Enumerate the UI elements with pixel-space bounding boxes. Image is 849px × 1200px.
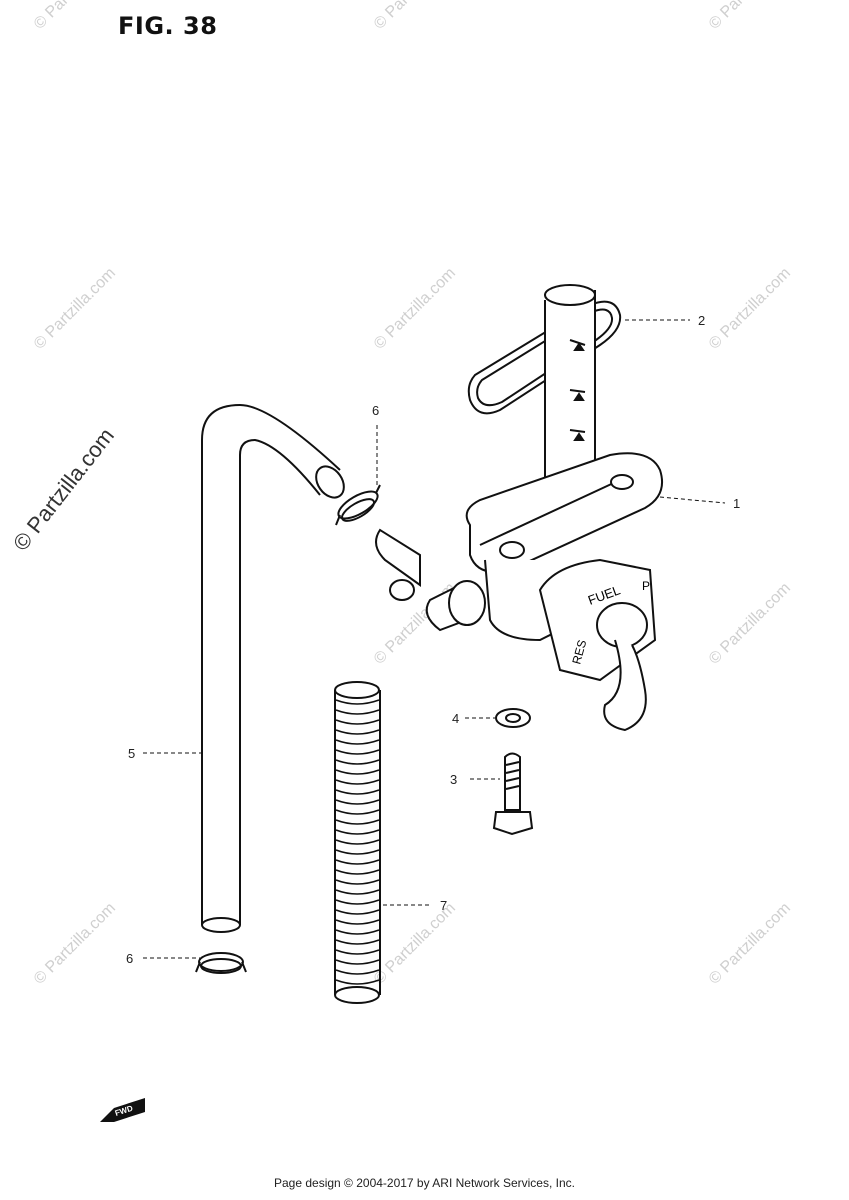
washer-part-4: [495, 708, 531, 728]
spiral-protector-part-7: [334, 681, 381, 1004]
callout-part-4: 4: [452, 711, 459, 726]
watermark-text: © Partzilla.com: [706, 580, 794, 668]
callout-part-6-upper: 6: [372, 403, 379, 418]
callout-part-5: 5: [128, 746, 135, 761]
callout-part-2: 2: [698, 313, 705, 328]
watermark-text: © Partzilla.com: [371, 0, 459, 33]
fuel-cock-part-1: [375, 284, 664, 732]
watermark-text: © Partzilla.com: [31, 0, 119, 33]
screw-part-3: [492, 752, 534, 836]
watermark-text: © Partzilla.com: [706, 0, 794, 33]
callout-numbers: 1 2 3 4 5 6 6 7: [126, 313, 740, 966]
page-footer: Page design © 2004-2017 by ARI Network S…: [273, 1176, 575, 1190]
callout-part-6-lower: 6: [126, 951, 133, 966]
leader-lines: [143, 319, 726, 959]
forward-arrow: FWD: [100, 1098, 145, 1122]
hose-clamp-part-6-upper: [335, 484, 381, 526]
watermark-grid: © Partzilla.com © Partzilla.com © Partzi…: [31, 0, 794, 988]
watermark-text: © Partzilla.com: [706, 900, 794, 988]
prime-label: P: [642, 579, 650, 593]
hose-clamp-part-6-lower: [195, 952, 247, 974]
figure-title: FIG. 38: [118, 12, 218, 40]
fuel-hose-part-5: [201, 403, 345, 933]
callout-part-3: 3: [450, 772, 457, 787]
watermark-text: © Partzilla.com: [31, 265, 119, 353]
reserve-label: RES: [569, 638, 589, 665]
watermark-text: © Partzilla.com: [371, 265, 459, 353]
watermark-text: © Partzilla.com: [31, 900, 119, 988]
watermark-text: © Partzilla.com: [706, 265, 794, 353]
callout-part-1: 1: [733, 496, 740, 511]
callout-part-7: 7: [440, 898, 447, 913]
